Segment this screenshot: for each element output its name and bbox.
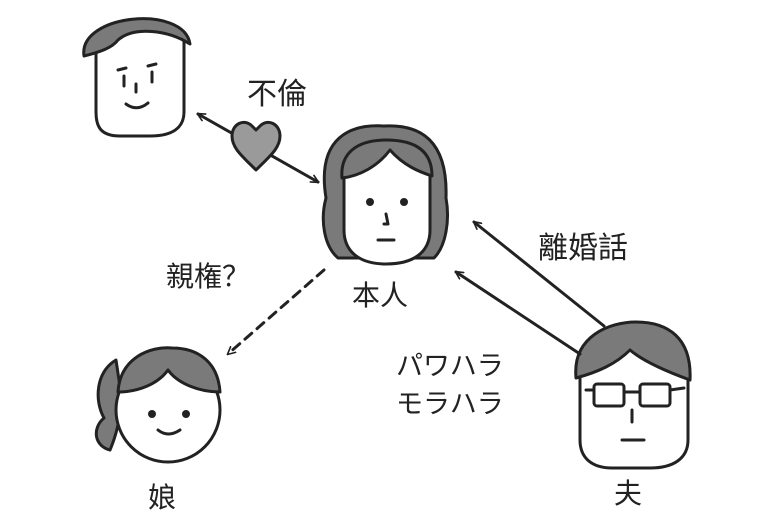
custody-label: 親権？ (166, 263, 250, 291)
harassment-arrow (456, 272, 580, 354)
heart-icon (232, 122, 280, 170)
affair-label: 不倫 (247, 80, 307, 110)
husband-figure (576, 322, 690, 468)
self-label: 本人 (352, 282, 408, 310)
lover-figure (84, 19, 190, 136)
husband-label: 夫 (614, 480, 642, 508)
power-harassment-label: パワハラ (396, 348, 504, 386)
self-figure (323, 126, 447, 264)
moral-harassment-label: モラハラ (396, 386, 504, 424)
divorce-talk-label: 離婚話 (538, 234, 628, 264)
daughter-figure (96, 348, 220, 462)
daughter-label: 娘 (148, 484, 176, 512)
harassment-labels: パワハラ モラハラ (396, 348, 504, 424)
